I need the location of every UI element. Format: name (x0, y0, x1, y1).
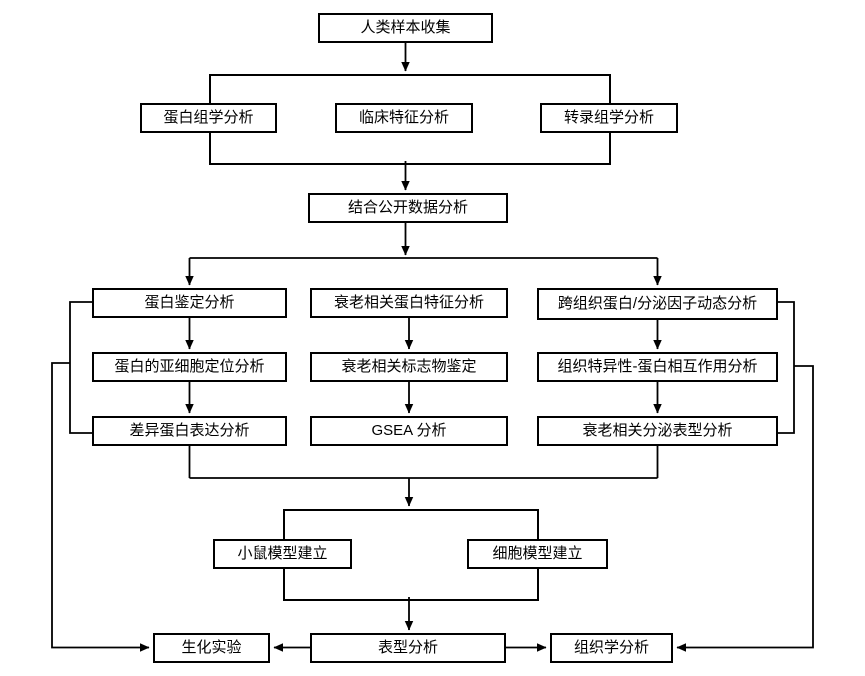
right-bracket (778, 301, 795, 434)
node-biochemical-experiment: 生化实验 (153, 633, 270, 663)
node-differential-expression: 差异蛋白表达分析 (92, 416, 287, 446)
node-cross-tissue-dynamics: 跨组织蛋白/分泌因子动态分析 (537, 288, 778, 320)
node-subcellular-localization: 蛋白的亚细胞定位分析 (92, 352, 287, 382)
node-histology-analysis: 组织学分析 (550, 633, 673, 663)
node-mouse-model: 小鼠模型建立 (213, 539, 352, 569)
node-gsea-analysis: GSEA 分析 (310, 416, 508, 446)
node-aging-protein-feature: 衰老相关蛋白特征分析 (310, 288, 508, 318)
node-aging-secretory-phenotype: 衰老相关分泌表型分析 (537, 416, 778, 446)
left-long-connector (51, 362, 150, 652)
node-tissue-specific-interaction: 组织特异性-蛋白相互作用分析 (537, 352, 778, 382)
node-public-data-analysis: 结合公开数据分析 (308, 193, 508, 223)
node-clinical-feature-analysis: 临床特征分析 (335, 103, 473, 133)
node-aging-marker-identification: 衰老相关标志物鉴定 (310, 352, 508, 382)
node-proteomics-analysis: 蛋白组学分析 (140, 103, 277, 133)
node-transcriptomics-analysis: 转录组学分析 (540, 103, 678, 133)
right-long-connector (676, 365, 814, 652)
node-cell-model: 细胞模型建立 (467, 539, 608, 569)
node-phenotype-analysis: 表型分析 (310, 633, 506, 663)
left-bracket (69, 301, 92, 434)
node-human-sample-collection: 人类样本收集 (318, 13, 493, 43)
node-protein-identification: 蛋白鉴定分析 (92, 288, 287, 318)
